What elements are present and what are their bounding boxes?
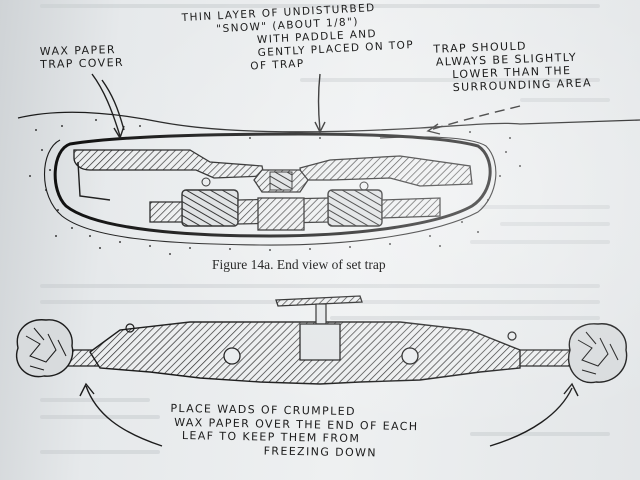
- arrow-wad-right: [489, 387, 573, 447]
- coil-spring-left: [181, 189, 239, 227]
- label-wax-paper-cover: WAX PAPER TRAP COVER: [39, 43, 125, 72]
- arrow-wax-cover: [91, 73, 121, 137]
- snow-surface-line: [17, 111, 640, 133]
- trap-side-view: [15, 295, 628, 385]
- label-trap-lower: TRAP SHOULD ALWAYS BE SLIGHTLY LOWER THA…: [433, 39, 593, 95]
- arrow-wax-cover-2: [101, 79, 125, 131]
- wax-paper-cover: [53, 132, 492, 238]
- trap-spring-left: [77, 161, 111, 201]
- trap-pit-outline: [43, 136, 497, 246]
- wax-paper-wad-right: [567, 323, 628, 384]
- arrow-trap-lower: [429, 105, 521, 131]
- figure-caption: Figure 14a. End view of set trap: [212, 257, 386, 272]
- trap-trigger-post: [315, 303, 327, 325]
- pivot-right: [401, 347, 419, 365]
- leader-arrows-bottom: [79, 382, 579, 447]
- trap-end-view: [17, 111, 640, 255]
- label-place-wads: PLACE WADS OF CRUMPLED WAX PAPER OVER TH…: [170, 401, 419, 459]
- trap-trigger-pan: [275, 295, 363, 307]
- arrow-wad-left: [85, 385, 163, 447]
- coil-spring-right: [327, 189, 383, 227]
- trap-jaw-right: [299, 155, 473, 187]
- arrow-undisturbed-layer: [317, 73, 321, 131]
- pivot-left: [223, 347, 241, 365]
- trap-jaw-left: [73, 149, 265, 179]
- wax-paper-wad-left: [15, 319, 74, 378]
- label-undisturbed-layer: THIN LAYER OF UNDISTURBED "SNOW" (ABOUT …: [181, 1, 415, 73]
- leader-arrows-top: [91, 73, 521, 140]
